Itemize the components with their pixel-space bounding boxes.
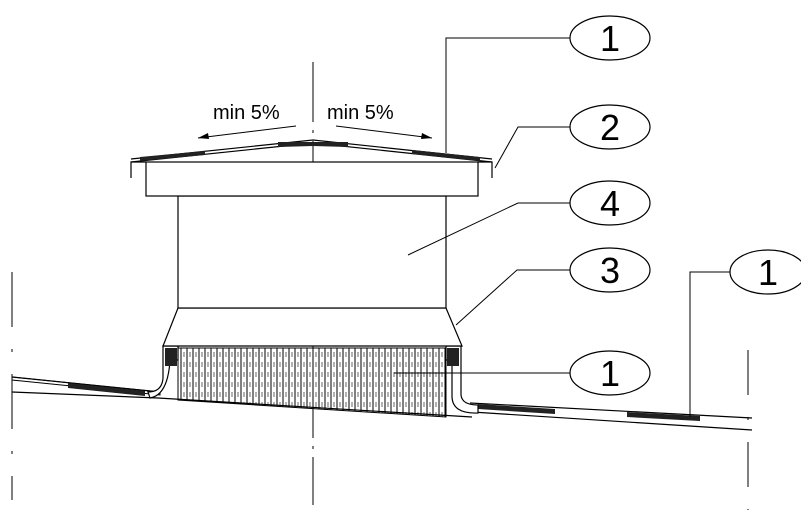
- slope-arrow-left: [197, 125, 297, 139]
- callout-1-right: 1: [729, 249, 801, 295]
- leader-lines: [394, 37, 732, 417]
- callout-label: 1: [600, 18, 620, 59]
- callout-label: 3: [600, 250, 620, 291]
- flashing-right-seal: [447, 348, 459, 366]
- cap-roof: [130, 139, 493, 163]
- callout-4: 4: [569, 180, 651, 226]
- callout-1-middle: 1: [569, 350, 651, 396]
- transition-cone: [162, 307, 463, 347]
- slope-label-right: min 5%: [327, 102, 394, 124]
- roof-membrane-patches: [68, 383, 700, 421]
- callout-1-top: 1: [569, 15, 651, 61]
- cylinder-body: [177, 195, 447, 309]
- callout-3: 3: [569, 247, 651, 293]
- callout-label: 2: [600, 107, 620, 148]
- flashing-left-seal: [165, 348, 177, 366]
- slope-label-left: min 5%: [213, 102, 280, 124]
- callout-label: 4: [600, 183, 620, 224]
- cap-hook-left: [130, 161, 146, 178]
- callout-label: 1: [600, 353, 620, 394]
- slope-arrow-right: [335, 125, 433, 139]
- cap-box: [145, 161, 479, 197]
- callout-label: 1: [758, 252, 778, 293]
- cap-hook-right: [478, 161, 493, 178]
- insulation-base: [177, 347, 447, 418]
- callout-2: 2: [569, 104, 651, 150]
- roof-slab: [11, 376, 753, 431]
